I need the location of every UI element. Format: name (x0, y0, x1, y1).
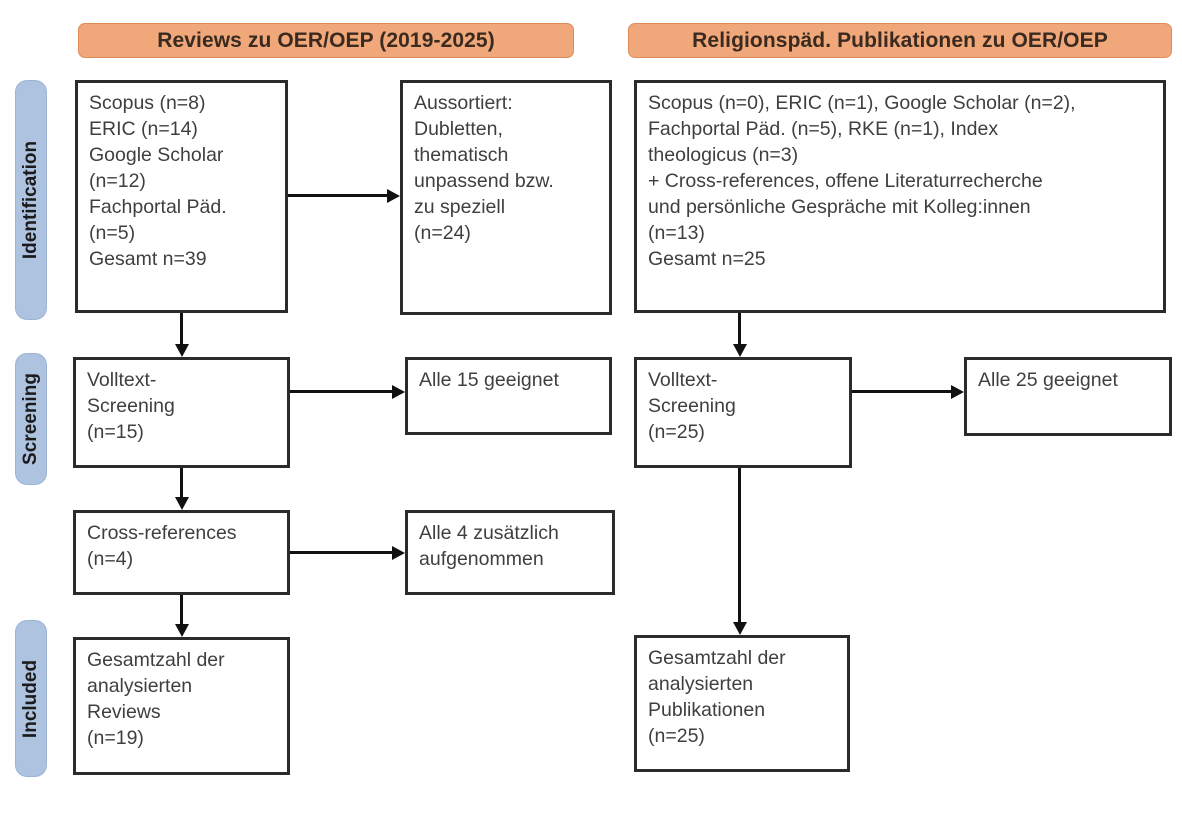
source-line: Fachportal Päd. (n=5), RKE (n=1), Index (648, 117, 999, 140)
connector-left-crossref-to-result (290, 551, 393, 554)
source-line: und persönliche Gespräche mit Kolleg:inn… (648, 195, 1031, 218)
arrowhead-left-crossref-to-included (175, 624, 189, 637)
arrowhead-left-fulltext-to-result (392, 385, 405, 399)
crossref-line: (n=4) (87, 547, 134, 570)
fulltext-line: (n=15) (87, 420, 144, 443)
fulltext-line: Screening (648, 394, 736, 417)
source-line: theologicus (n=3) (648, 143, 799, 166)
fulltext-line: (n=25) (648, 420, 705, 443)
source-line: Google Scholar (89, 143, 224, 166)
arrowhead-left-ident-to-fulltext (175, 344, 189, 357)
box-right-included-total: Gesamtzahl der analysierten Publikatione… (634, 635, 850, 772)
source-line: ERIC (n=14) (89, 117, 198, 140)
fulltext-result-line: Alle 15 geeignet (419, 369, 559, 391)
source-line: (n=12) (89, 169, 146, 192)
included-line: (n=19) (87, 726, 144, 749)
included-line: Reviews (87, 700, 161, 723)
excluded-line: Aussortiert: (414, 92, 513, 114)
excluded-line: zu speziell (414, 195, 506, 218)
included-line: Gesamtzahl der (648, 647, 786, 669)
box-left-fulltext-result: Alle 15 geeignet (405, 357, 612, 435)
box-left-excluded: Aussortiert: Dubletten, thematisch unpas… (400, 80, 612, 315)
fulltext-line: Screening (87, 394, 175, 417)
stage-label-screening-text: Screening (20, 373, 41, 465)
excluded-line: unpassend bzw. (414, 169, 554, 192)
arrowhead-right-fulltext-to-included (733, 622, 747, 635)
stage-label-identification: Identification (15, 80, 47, 320)
box-right-identification-sources: Scopus (n=0), ERIC (n=1), Google Scholar… (634, 80, 1166, 313)
source-line: Fachportal Päd. (89, 195, 227, 218)
connector-left-fulltext-to-result (290, 390, 393, 393)
column-header-reviews: Reviews zu OER/OEP (2019-2025) (78, 23, 574, 58)
column-header-reviews-label: Reviews zu OER/OEP (2019-2025) (157, 28, 495, 52)
box-right-fulltext-screening: Volltext- Screening (n=25) (634, 357, 852, 468)
stage-label-identification-text: Identification (20, 140, 42, 260)
included-line: Gesamtzahl der (87, 649, 225, 671)
source-line: (n=13) (648, 221, 705, 244)
box-left-included-total: Gesamtzahl der analysierten Reviews (n=1… (73, 637, 290, 775)
included-line: (n=25) (648, 724, 705, 747)
stage-label-included: Included (15, 620, 47, 777)
connector-right-fulltext-to-included (738, 468, 741, 623)
arrowhead-left-ident-to-excluded (387, 189, 400, 203)
box-left-cross-references: Cross-references (n=4) (73, 510, 290, 595)
column-header-publikationen: Religionspäd. Publikationen zu OER/OEP (628, 23, 1172, 58)
connector-right-ident-to-fulltext (738, 313, 741, 345)
stage-label-included-text: Included (20, 659, 41, 738)
crossref-line: Cross-references (87, 522, 237, 544)
fulltext-line: Volltext- (648, 369, 718, 391)
crossref-result-line: Alle 4 zusätzlich (419, 522, 559, 544)
source-line: Scopus (n=0), ERIC (n=1), Google Scholar… (648, 92, 1076, 114)
box-left-fulltext-screening: Volltext- Screening (n=15) (73, 357, 290, 468)
fulltext-result-line: Alle 25 geeignet (978, 369, 1118, 391)
source-line: (n=5) (89, 221, 136, 244)
fulltext-line: Volltext- (87, 369, 157, 391)
column-header-publikationen-label: Religionspäd. Publikationen zu OER/OEP (692, 28, 1108, 52)
source-line: Gesamt n=39 (89, 247, 207, 270)
arrowhead-left-crossref-to-result (392, 546, 405, 560)
arrowhead-right-fulltext-to-result (951, 385, 964, 399)
included-line: analysierten (87, 674, 193, 697)
excluded-line: (n=24) (414, 221, 471, 244)
connector-left-crossref-to-included (180, 595, 183, 625)
source-line: Gesamt n=25 (648, 247, 766, 270)
arrowhead-right-ident-to-fulltext (733, 344, 747, 357)
excluded-line: Dubletten, (414, 117, 503, 140)
box-left-cross-references-result: Alle 4 zusätzlich aufgenommen (405, 510, 615, 595)
stage-label-screening: Screening (15, 353, 47, 485)
box-left-identification-sources: Scopus (n=8) ERIC (n=14) Google Scholar … (75, 80, 288, 313)
included-line: Publikationen (648, 698, 766, 721)
box-right-fulltext-result: Alle 25 geeignet (964, 357, 1172, 436)
arrowhead-left-fulltext-to-crossref (175, 497, 189, 510)
connector-left-ident-to-fulltext (180, 313, 183, 345)
connector-left-ident-to-excluded (288, 194, 388, 197)
source-line: + Cross-references, offene Literaturrech… (648, 169, 1043, 192)
source-line: Scopus (n=8) (89, 92, 206, 114)
included-line: analysierten (648, 672, 754, 695)
excluded-line: thematisch (414, 143, 509, 166)
connector-left-fulltext-to-crossref (180, 468, 183, 498)
connector-right-fulltext-to-result (852, 390, 952, 393)
crossref-result-line: aufgenommen (419, 547, 544, 570)
